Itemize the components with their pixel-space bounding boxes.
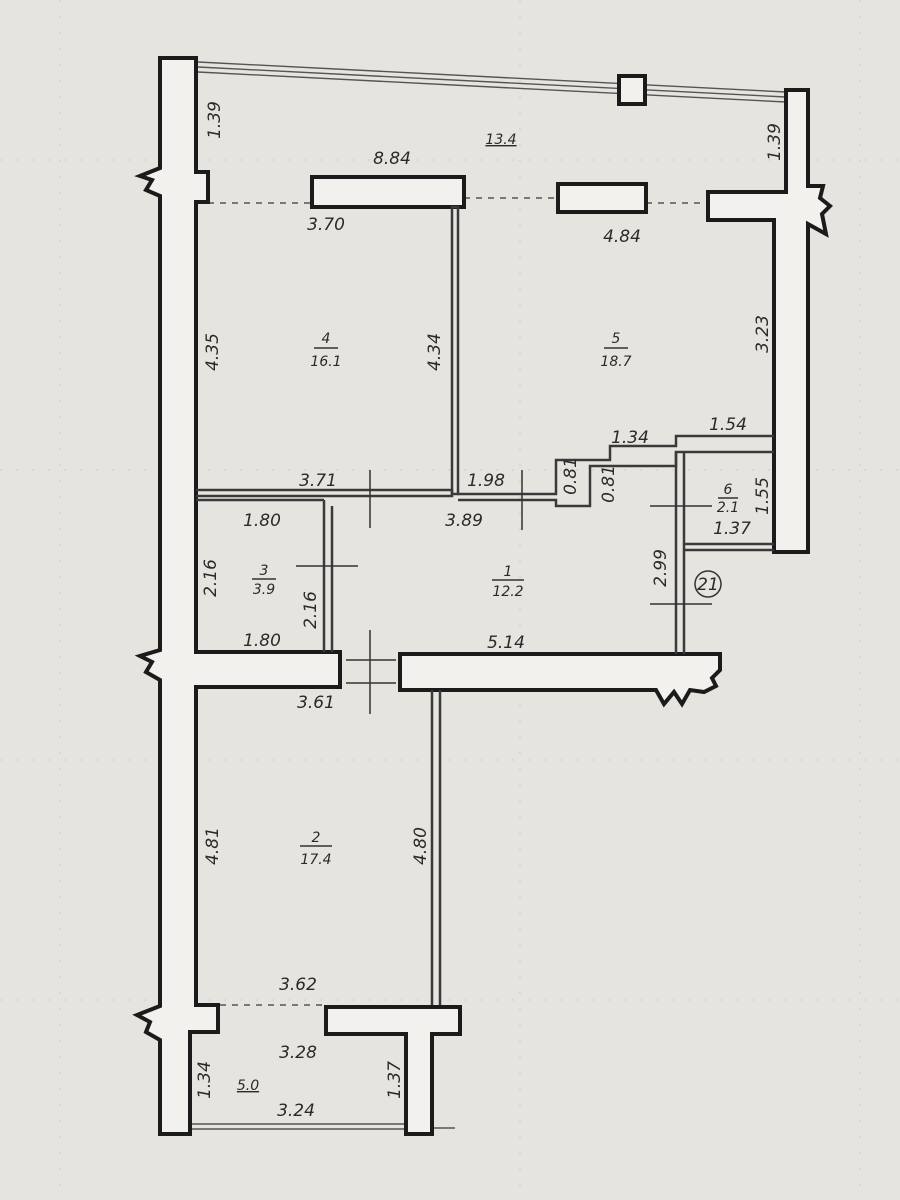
dim-room2-top: 3.61: [297, 693, 335, 713]
section-marker-label: 21: [697, 575, 719, 595]
room-6-area: 2.1: [717, 500, 739, 516]
dim-balcony-top-right: 1.39: [765, 123, 785, 161]
section-marker-circle: [694, 570, 722, 598]
room-labels: 4 16.1 5 18.7 6 2.1 3 3.9 1 12.2 2 17.4: [237, 132, 739, 1094]
balcony-post: [617, 74, 647, 106]
room-3-label: 3 3.9: [252, 563, 276, 598]
top-balcony-window: [197, 61, 787, 106]
room-5-label: 5 18.7: [600, 331, 631, 370]
vertical-dimension-labels: 1.39 1.39 4.35 4.34 3.23 0.81 0.81 1.55 …: [195, 101, 785, 1099]
room-5-area: 18.7: [600, 354, 631, 370]
dim-room6-height: 1.55: [753, 477, 773, 515]
dim-balcony-bottom-left: 1.34: [195, 1061, 215, 1099]
dim-room2-right: 4.80: [411, 827, 431, 865]
dim-balcony-bottom-right: 1.37: [385, 1061, 405, 1099]
dim-room6-top: 1.54: [709, 415, 747, 435]
dim-hall-top-1: 1.34: [611, 428, 649, 448]
dim-room2-bottom: 3.62: [279, 975, 317, 995]
dim-hall-top-width: 3.89: [445, 511, 483, 531]
dim-room4-left: 4.35: [203, 333, 223, 371]
dim-room5-right: 3.23: [753, 315, 773, 353]
room-1-label: 1 12.2: [492, 564, 524, 600]
dim-hall-step-2: 0.81: [599, 465, 619, 503]
walls: [132, 56, 833, 1136]
dim-hall-top-mid: 1.98: [467, 471, 505, 491]
room-2-area: 17.4: [300, 852, 331, 868]
dim-room3-left: 2.16: [201, 559, 221, 597]
room-3-number: 3: [260, 563, 269, 579]
room-6-label: 6 2.1: [717, 482, 739, 516]
room-4-area: 16.1: [310, 354, 341, 370]
dim-room3-right: 2.16: [301, 591, 321, 629]
room-6-number: 6: [724, 482, 733, 498]
dim-balcony-top-left: 1.39: [205, 101, 225, 139]
dim-hall-step-1: 0.81: [561, 457, 581, 495]
bottom-balcony-wall: [324, 1005, 462, 1136]
room-5-number: 5: [612, 331, 621, 347]
dim-room4-right: 4.34: [425, 333, 445, 371]
balcony-bottom-area: 5.0: [237, 1078, 259, 1094]
dim-balcony-top-width: 8.84: [373, 149, 411, 169]
dim-hall-bottom: 5.14: [487, 633, 525, 653]
dim-room3-bottom: 1.80: [243, 631, 281, 651]
middle-wall: [398, 652, 722, 708]
dim-balcony-bottom-width: 3.24: [277, 1101, 315, 1121]
room-4-label: 4 16.1: [310, 331, 341, 370]
dim-room5-top: 4.84: [603, 227, 641, 247]
dim-balcony-bottom-top: 3.28: [279, 1043, 317, 1063]
bottom-balcony-window: [190, 1123, 455, 1130]
dim-hall-right: 2.99: [651, 549, 671, 587]
dim-room4-top: 3.70: [307, 215, 345, 235]
door-marks: [296, 470, 712, 714]
room-2-label: 2 17.4: [300, 830, 332, 868]
right-exterior-wall: [706, 88, 833, 554]
wall-block-room4: [310, 175, 466, 209]
dim-room4-bottom: 3.71: [299, 471, 337, 491]
left-exterior-wall: [132, 56, 342, 1136]
wall-block-room5: [556, 182, 648, 214]
room-1-area: 12.2: [492, 584, 523, 600]
room-3-area: 3.9: [253, 582, 275, 598]
room-4-number: 4: [322, 331, 331, 347]
dim-room6-bottom: 1.37: [713, 519, 751, 539]
balcony-top-area: 13.4: [485, 132, 516, 148]
partitions: [196, 205, 774, 1005]
dim-room2-left: 4.81: [203, 827, 223, 865]
dim-room3-top: 1.80: [243, 511, 281, 531]
dimension-labels: 8.84 3.70 4.84 1.34 1.54 1.37 3.71 1.98 …: [243, 149, 751, 1121]
room-1-number: 1: [504, 564, 513, 580]
room-2-number: 2: [312, 830, 321, 846]
